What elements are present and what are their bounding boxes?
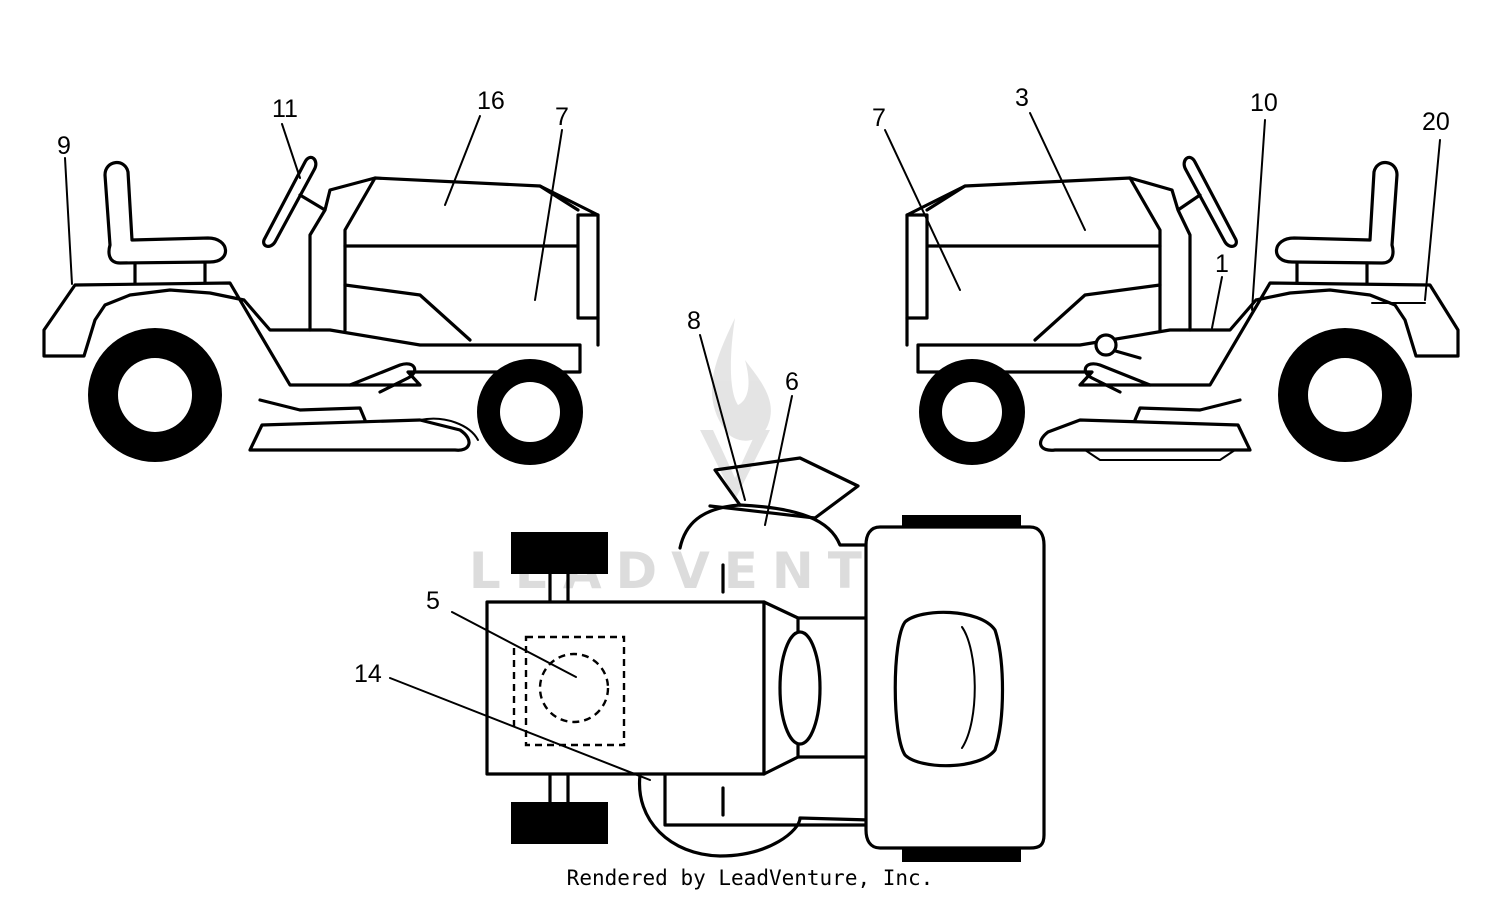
leader-14 bbox=[389, 677, 651, 781]
footrest-right bbox=[1083, 362, 1152, 394]
front-wheel-hub-right bbox=[942, 382, 1002, 442]
leader-8 bbox=[699, 334, 746, 501]
mower-deck-right bbox=[1038, 418, 1252, 452]
leader-6 bbox=[764, 395, 793, 526]
seat-base bbox=[133, 261, 207, 285]
leader-3 bbox=[1029, 112, 1086, 231]
seat-back-top bbox=[961, 626, 976, 749]
leader-9 bbox=[64, 157, 73, 285]
leader-7-right bbox=[884, 129, 961, 291]
steering-wheel-top bbox=[778, 630, 822, 746]
front-tire-top bbox=[511, 532, 608, 574]
callout-11: 11 bbox=[272, 95, 298, 123]
seat-top bbox=[893, 610, 1005, 768]
hood-right bbox=[905, 176, 1162, 347]
leader-10 bbox=[1251, 119, 1266, 311]
deck-hanger bbox=[258, 398, 367, 422]
tractor-left-side-view: 9 11 16 7 bbox=[42, 87, 600, 465]
lift-lever bbox=[1110, 348, 1142, 360]
callout-5: 5 bbox=[426, 587, 440, 615]
deck-skirt-right bbox=[1084, 449, 1236, 461]
callout-10: 10 bbox=[1250, 89, 1278, 117]
callout-14: 14 bbox=[354, 660, 382, 688]
deck-inner bbox=[663, 773, 882, 827]
leader-20 bbox=[1424, 139, 1441, 301]
lift-lever-knob bbox=[1094, 333, 1118, 357]
callout-1: 1 bbox=[1215, 250, 1229, 278]
callout-9: 9 bbox=[57, 132, 71, 160]
engine-pulley bbox=[538, 652, 610, 724]
deck-chute bbox=[419, 417, 479, 441]
mower-deck bbox=[248, 418, 471, 452]
deck-edge bbox=[708, 504, 817, 520]
steering-wheel-right bbox=[1182, 155, 1238, 248]
front-wheel-hub bbox=[500, 382, 560, 442]
deck-hanger-right bbox=[1133, 398, 1242, 422]
steering-column bbox=[298, 176, 377, 332]
rear-wheel-hub bbox=[118, 358, 192, 432]
hood bbox=[343, 176, 600, 347]
engine-outline bbox=[524, 635, 626, 747]
rear-wheel-hub-right bbox=[1308, 358, 1382, 432]
watermark-flame-icon bbox=[711, 318, 771, 441]
callout-7-right: 7 bbox=[872, 104, 886, 132]
leader-7-left bbox=[534, 129, 563, 301]
hood-contour-right bbox=[925, 184, 1162, 342]
callout-7-left: 7 bbox=[555, 103, 569, 131]
seat-right bbox=[1274, 161, 1399, 265]
steering-column-right bbox=[1128, 176, 1202, 332]
callout-3: 3 bbox=[1015, 84, 1029, 112]
front-tire-bottom bbox=[511, 802, 608, 844]
footrest bbox=[348, 362, 417, 394]
watermark-v-icon bbox=[700, 430, 770, 500]
discharge-chute bbox=[713, 456, 860, 520]
callout-6: 6 bbox=[785, 368, 799, 396]
seat-base-right bbox=[1295, 261, 1369, 285]
hood-line bbox=[343, 213, 600, 320]
frame-top bbox=[796, 616, 867, 759]
front-axle bbox=[548, 571, 570, 805]
hood-line-right bbox=[905, 213, 1162, 320]
leader-1 bbox=[1211, 276, 1223, 329]
leader-11 bbox=[281, 123, 301, 179]
tractor-right-side-view: 7 3 10 20 1 bbox=[872, 84, 1460, 465]
seat bbox=[103, 161, 228, 265]
rear-fender bbox=[42, 281, 582, 387]
hood-top bbox=[485, 600, 766, 776]
credit-text: Rendered by LeadVenture, Inc. bbox=[566, 866, 934, 890]
steering-wheel bbox=[262, 155, 318, 248]
callout-8: 8 bbox=[687, 307, 701, 335]
tractor-top-view: 8 6 5 14 bbox=[354, 307, 1046, 862]
callout-16: 16 bbox=[477, 87, 505, 115]
leader-5 bbox=[451, 611, 577, 678]
hood-contour bbox=[343, 184, 580, 342]
leader-16 bbox=[444, 115, 481, 206]
callout-20: 20 bbox=[1422, 108, 1450, 136]
